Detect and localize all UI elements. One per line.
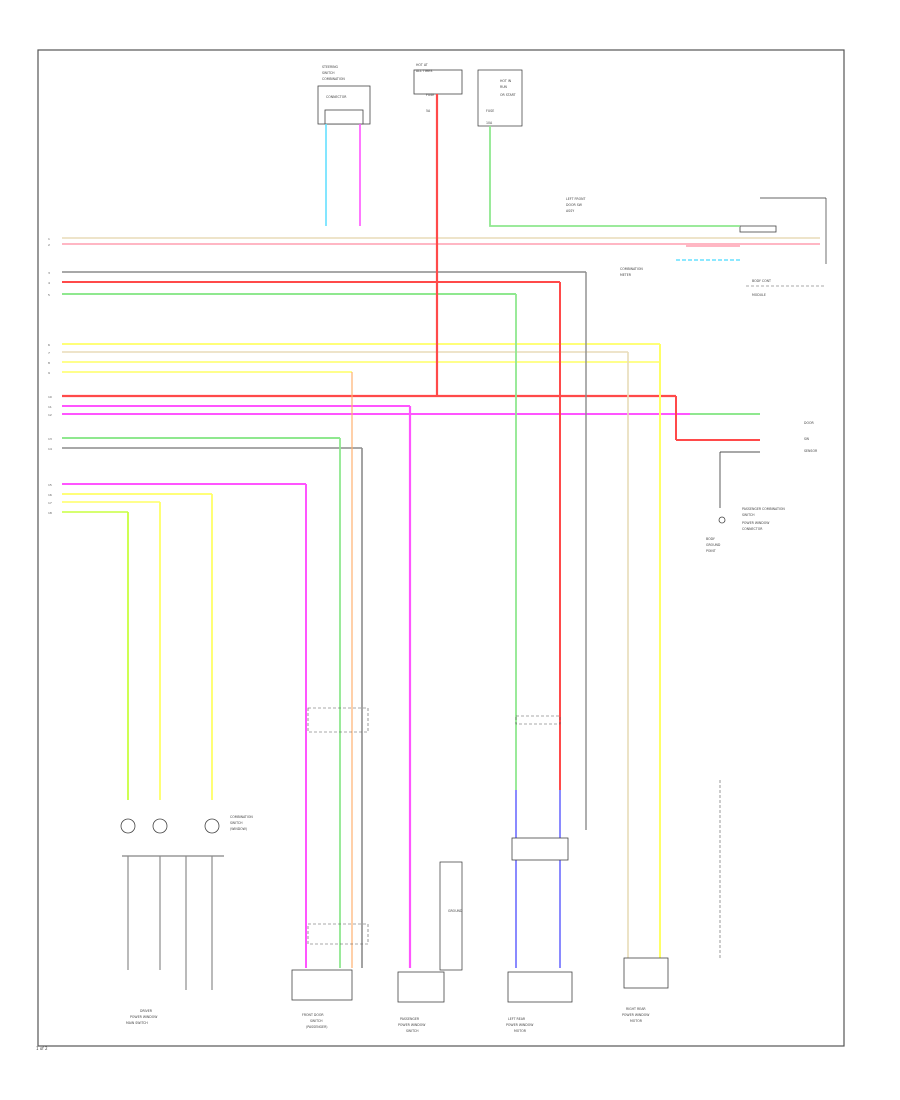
svg-text:ALL TIMES: ALL TIMES (416, 69, 432, 73)
svg-text:METER: METER (620, 273, 632, 277)
svg-text:SENSOR: SENSOR (804, 449, 818, 453)
svg-text:5A: 5A (426, 109, 431, 113)
svg-text:11: 11 (48, 405, 52, 409)
bulb-group: COMBINATION SWITCH (WINDOW) DRIVER POWER… (120, 815, 253, 1025)
svg-text:ASSY: ASSY (566, 209, 574, 213)
svg-text:POWER WINDOW: POWER WINDOW (506, 1023, 534, 1027)
relay-connector: HOT IN RUN OR START FUSE 10A (477, 69, 523, 127)
svg-text:COMBINATION: COMBINATION (230, 815, 253, 819)
svg-text:SWITCH: SWITCH (322, 71, 335, 75)
rear-door-connector: LEFT REAR POWER WINDOW MOTOR (506, 715, 573, 1033)
svg-text:STEERING: STEERING (322, 65, 339, 69)
svg-text:SWITCH: SWITCH (742, 513, 755, 517)
vertical-wires (127, 94, 760, 968)
svg-text:MAIN SWITCH: MAIN SWITCH (126, 1021, 148, 1025)
svg-text:16: 16 (48, 493, 52, 497)
svg-text:SWITCH: SWITCH (310, 1019, 323, 1023)
svg-text:MOTOR: MOTOR (630, 1019, 643, 1023)
svg-text:10: 10 (48, 395, 52, 399)
svg-text:OR START: OR START (500, 93, 516, 97)
left-pin-numbers: 1 2 3 4 5 6 7 8 9 10 11 12 13 14 15 16 1… (48, 237, 52, 515)
svg-text:FUSE: FUSE (486, 109, 494, 113)
right-side-labels: DOOR SW SENSOR PASSENGER COMBINATION SWI… (706, 421, 818, 553)
svg-text:RIGHT REAR: RIGHT REAR (626, 1007, 646, 1011)
svg-text:SWITCH: SWITCH (406, 1029, 419, 1033)
svg-text:POWER WINDOW: POWER WINDOW (398, 1023, 426, 1027)
svg-text:HOT IN: HOT IN (500, 79, 512, 83)
svg-text:COMBINATION: COMBINATION (322, 77, 345, 81)
svg-text:SWITCH: SWITCH (230, 821, 243, 825)
svg-text:1: 1 (48, 237, 50, 241)
svg-text:DOOR SW: DOOR SW (566, 203, 583, 207)
top-switch-connector: STEERING SWITCH COMBINATION CONNECTOR (317, 65, 371, 125)
svg-text:6: 6 (48, 343, 50, 347)
svg-text:18: 18 (48, 511, 52, 515)
svg-text:10A: 10A (486, 121, 493, 125)
svg-text:LEFT REAR: LEFT REAR (508, 1017, 526, 1021)
right-rear-component: RIGHT REAR POWER WINDOW MOTOR (622, 780, 721, 1023)
page-label: 1 of 2 (36, 1046, 48, 1051)
svg-text:POWER WINDOW: POWER WINDOW (742, 521, 770, 525)
svg-text:MOTOR: MOTOR (514, 1029, 527, 1033)
svg-text:7: 7 (48, 351, 50, 355)
svg-text:13: 13 (48, 437, 52, 441)
svg-text:(WINDOW): (WINDOW) (230, 827, 247, 831)
svg-text:BODY CONT: BODY CONT (752, 279, 771, 283)
front-door-switch: FRONT DOOR SWITCH (PASSENGER) (291, 707, 369, 1029)
svg-text:HOT AT: HOT AT (416, 63, 428, 67)
svg-text:4: 4 (48, 281, 50, 285)
svg-text:GROUND: GROUND (448, 909, 463, 913)
svg-text:LEFT FRONT: LEFT FRONT (566, 197, 585, 201)
svg-text:POWER WINDOW: POWER WINDOW (130, 1015, 158, 1019)
svg-text:RUN: RUN (500, 85, 508, 89)
right-top-component: LEFT FRONT DOOR SW ASSY COMBINATION METE… (566, 197, 827, 297)
svg-text:DOOR: DOOR (804, 421, 814, 425)
svg-text:8: 8 (48, 361, 50, 365)
svg-text:FUSE: FUSE (426, 93, 434, 97)
svg-text:CONNECTOR: CONNECTOR (742, 527, 763, 531)
svg-text:GROUND: GROUND (706, 543, 721, 547)
svg-text:3: 3 (48, 271, 50, 275)
fuse-block-connector: HOT AT ALL TIMES FUSE 5A (413, 63, 463, 113)
svg-text:(PASSENGER): (PASSENGER) (306, 1025, 328, 1029)
svg-text:17: 17 (48, 501, 52, 505)
svg-text:DRIVER: DRIVER (140, 1009, 153, 1013)
svg-text:9: 9 (48, 371, 50, 375)
svg-text:FRONT DOOR: FRONT DOOR (302, 1013, 324, 1017)
svg-text:CONNECTOR: CONNECTOR (326, 95, 347, 99)
svg-text:2: 2 (48, 243, 50, 247)
svg-text:POINT: POINT (706, 549, 716, 553)
svg-text:15: 15 (48, 483, 52, 487)
svg-text:MODULE: MODULE (752, 293, 766, 297)
svg-text:5: 5 (48, 293, 50, 297)
svg-text:12: 12 (48, 413, 52, 417)
svg-text:SW: SW (804, 437, 810, 441)
svg-text:COMBINATION: COMBINATION (620, 267, 643, 271)
diagram-frame (37, 49, 845, 1047)
svg-text:14: 14 (48, 447, 52, 451)
svg-text:PASSENGER: PASSENGER (400, 1017, 420, 1021)
svg-text:PASSENGER COMBINATION: PASSENGER COMBINATION (742, 507, 785, 511)
passenger-power-window-switch: GROUND PASSENGER POWER WINDOW SWITCH (397, 861, 463, 1033)
horizontal-wire-bus (62, 237, 820, 513)
svg-text:BODY: BODY (706, 537, 715, 541)
svg-text:POWER WINDOW: POWER WINDOW (622, 1013, 650, 1017)
